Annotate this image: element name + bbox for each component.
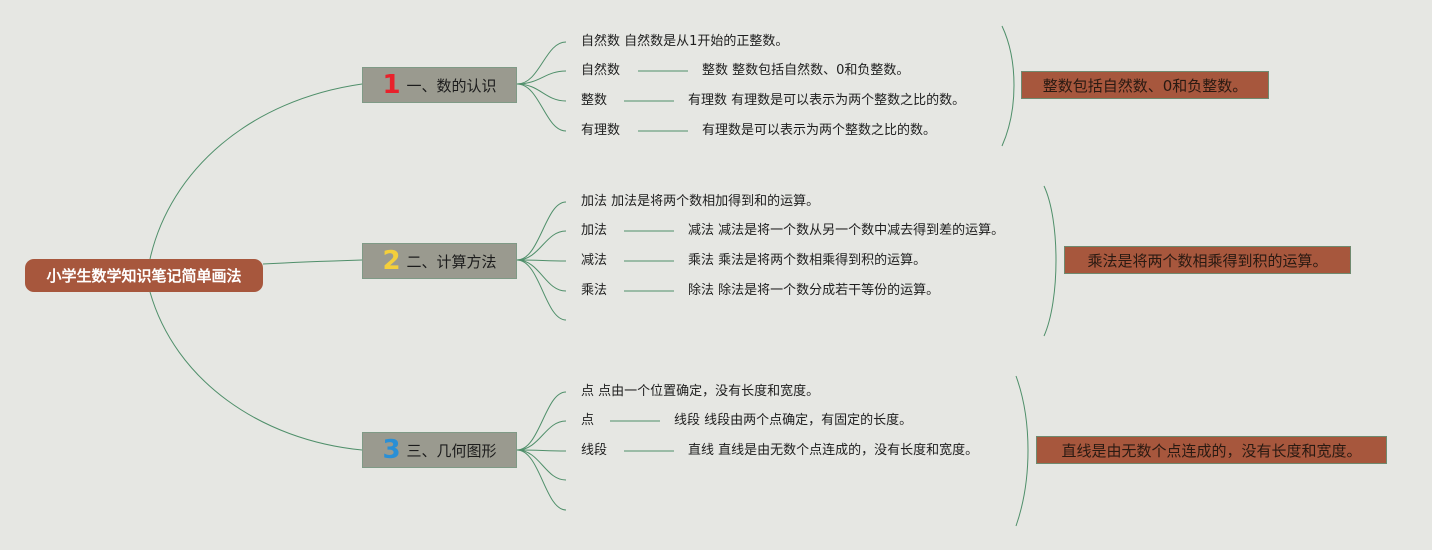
branch-1-item-1[interactable]: 自然数 自然数是从1开始的正整数。 [581,34,789,49]
branch-3-summary[interactable]: 直线是由无数个点连成的，没有长度和宽度。 [1036,436,1387,464]
branch-3-fan-connector [516,449,567,481]
branch-3-number-icon: 3 [382,435,401,465]
branch-3-fan-connector [516,449,567,452]
branch-1-label: 一、数的认识 [406,76,497,95]
branch-2-item-2[interactable]: 加法 [581,223,608,238]
branch-2-label: 二、计算方法 [406,252,497,271]
branch-topic-1[interactable]: 1 一、数的认识 [362,67,517,103]
branch-1-item-4-detail[interactable]: 有理数是可以表示为两个整数之比的数。 [702,123,937,138]
branch-1-fan-connector [516,83,567,132]
branch-3-item-1[interactable]: 点 点由一个位置确定，没有长度和宽度。 [581,384,820,399]
branch-3-item-3[interactable]: 线段 [581,443,608,458]
branch-1-item-2[interactable]: 自然数 [581,63,621,78]
branch-1-fan-connector [516,70,567,85]
branch-2-item-2-detail[interactable]: 减法 减法是将一个数从另一个数中减去得到差的运算。 [688,223,1005,238]
branch-1-fan-connector [516,41,567,85]
branch-2-item-1[interactable]: 加法 加法是将两个数相加得到和的运算。 [581,194,820,209]
branch-1-fan-connector [516,83,567,102]
branch-2-fan-connector [516,201,567,261]
root-to-branch-2-connector [262,259,363,265]
branch-2-fan-connector [516,259,567,321]
branch-2-summary[interactable]: 乘法是将两个数相乘得到积的运算。 [1064,246,1351,274]
root-topic-label: 小学生数学知识笔记简单画法 [46,267,242,285]
branch-3-item-3-detail[interactable]: 直线 直线是由无数个点连成的，没有长度和宽度。 [688,443,979,458]
root-topic[interactable]: 小学生数学知识笔记简单画法 [25,259,263,292]
branch-1-item-3[interactable]: 整数 [581,93,608,108]
branch-3-fan-connector [516,420,567,451]
branch-topic-3[interactable]: 3 三、几何图形 [362,432,517,468]
branch-1-summary-brace [1001,25,1015,147]
root-to-branch-3-connector [149,291,363,451]
branch-3-fan-connector [516,391,567,451]
branch-1-item-4[interactable]: 有理数 [581,123,621,138]
branch-1-summary[interactable]: 整数包括自然数、0和负整数。 [1021,71,1269,99]
branch-2-fan-connector [516,259,567,292]
branch-1-item-3-detail[interactable]: 有理数 有理数是可以表示为两个整数之比的数。 [688,93,966,108]
branch-2-summary-label: 乘法是将两个数相乘得到积的运算。 [1087,251,1328,270]
branch-1-summary-label: 整数包括自然数、0和负整数。 [1042,76,1248,95]
branch-2-item-3[interactable]: 减法 [581,253,608,268]
branch-2-item-3-detail[interactable]: 乘法 乘法是将两个数相乘得到积的运算。 [688,253,927,268]
branch-3-fan-connector [516,449,567,511]
branch-2-item-4[interactable]: 乘法 [581,283,608,298]
branch-2-fan-connector [516,259,567,262]
branch-3-summary-brace [1015,375,1029,527]
branch-3-item-2-detail[interactable]: 线段 线段由两个点确定，有固定的长度。 [674,413,913,428]
branch-topic-2[interactable]: 2 二、计算方法 [362,243,517,279]
branch-2-fan-connector [516,230,567,261]
branch-3-label: 三、几何图形 [406,441,497,460]
branch-2-item-4-detail[interactable]: 除法 除法是将一个数分成若干等份的运算。 [688,283,940,298]
branch-2-summary-brace [1043,185,1057,337]
branch-1-number-icon: 1 [382,70,401,100]
branch-2-number-icon: 2 [382,246,401,276]
root-to-branch-1-connector [149,83,363,260]
branch-1-item-2-detail[interactable]: 整数 整数包括自然数、0和负整数。 [702,63,910,78]
branch-3-item-2[interactable]: 点 [581,413,595,428]
branch-3-summary-label: 直线是由无数个点连成的，没有长度和宽度。 [1061,441,1362,460]
